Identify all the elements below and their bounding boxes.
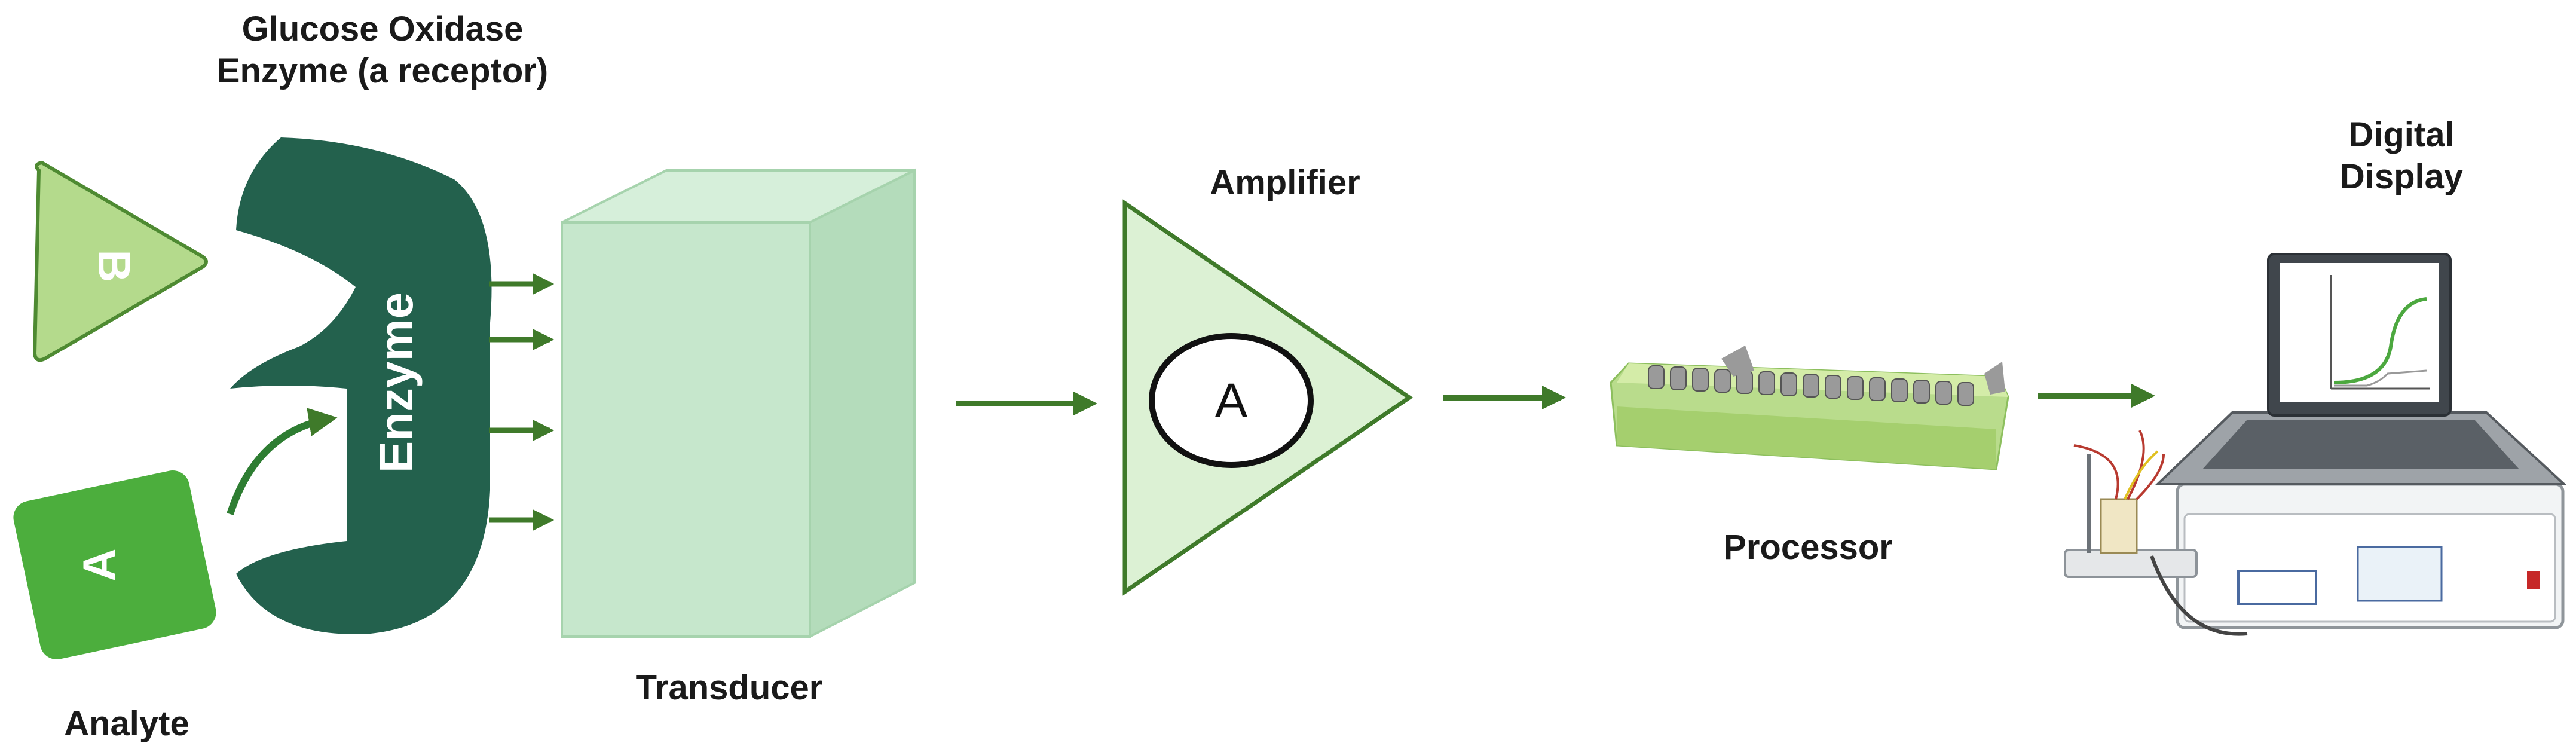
enzyme-label: Enzyme xyxy=(369,292,423,473)
analyte-label: Analyte xyxy=(64,704,189,743)
amplifier-circle xyxy=(1149,333,1314,468)
curved-arrow xyxy=(227,408,338,515)
amplifier-label: Amplifier xyxy=(1210,163,1360,202)
analyte-square-label: A xyxy=(74,549,125,582)
transducer-box xyxy=(561,168,916,639)
amplifier-triangle: A xyxy=(1122,199,1414,596)
receptor-label-line1: Glucose Oxidase xyxy=(242,10,524,48)
receptor-label-line2: Enzyme (a receptor) xyxy=(217,51,548,90)
triangle-b: B xyxy=(32,160,208,362)
analyte-square: A xyxy=(13,470,216,660)
enzyme-arrows xyxy=(489,273,555,531)
amplifier-circle-label: A xyxy=(1215,374,1248,428)
enzyme-shape: Enzyme xyxy=(230,137,492,634)
transducer-label: Transducer xyxy=(636,668,823,707)
triangle-b-label: B xyxy=(88,250,139,283)
display-label-line2: Display xyxy=(2340,157,2463,196)
processor-label: Processor xyxy=(1723,528,1893,567)
display-label-line1: Digital xyxy=(2348,115,2454,154)
laptop-potentiostat-icon xyxy=(2064,253,2568,636)
processor-pins xyxy=(1648,365,1974,406)
processor-board-icon xyxy=(1610,346,2009,470)
